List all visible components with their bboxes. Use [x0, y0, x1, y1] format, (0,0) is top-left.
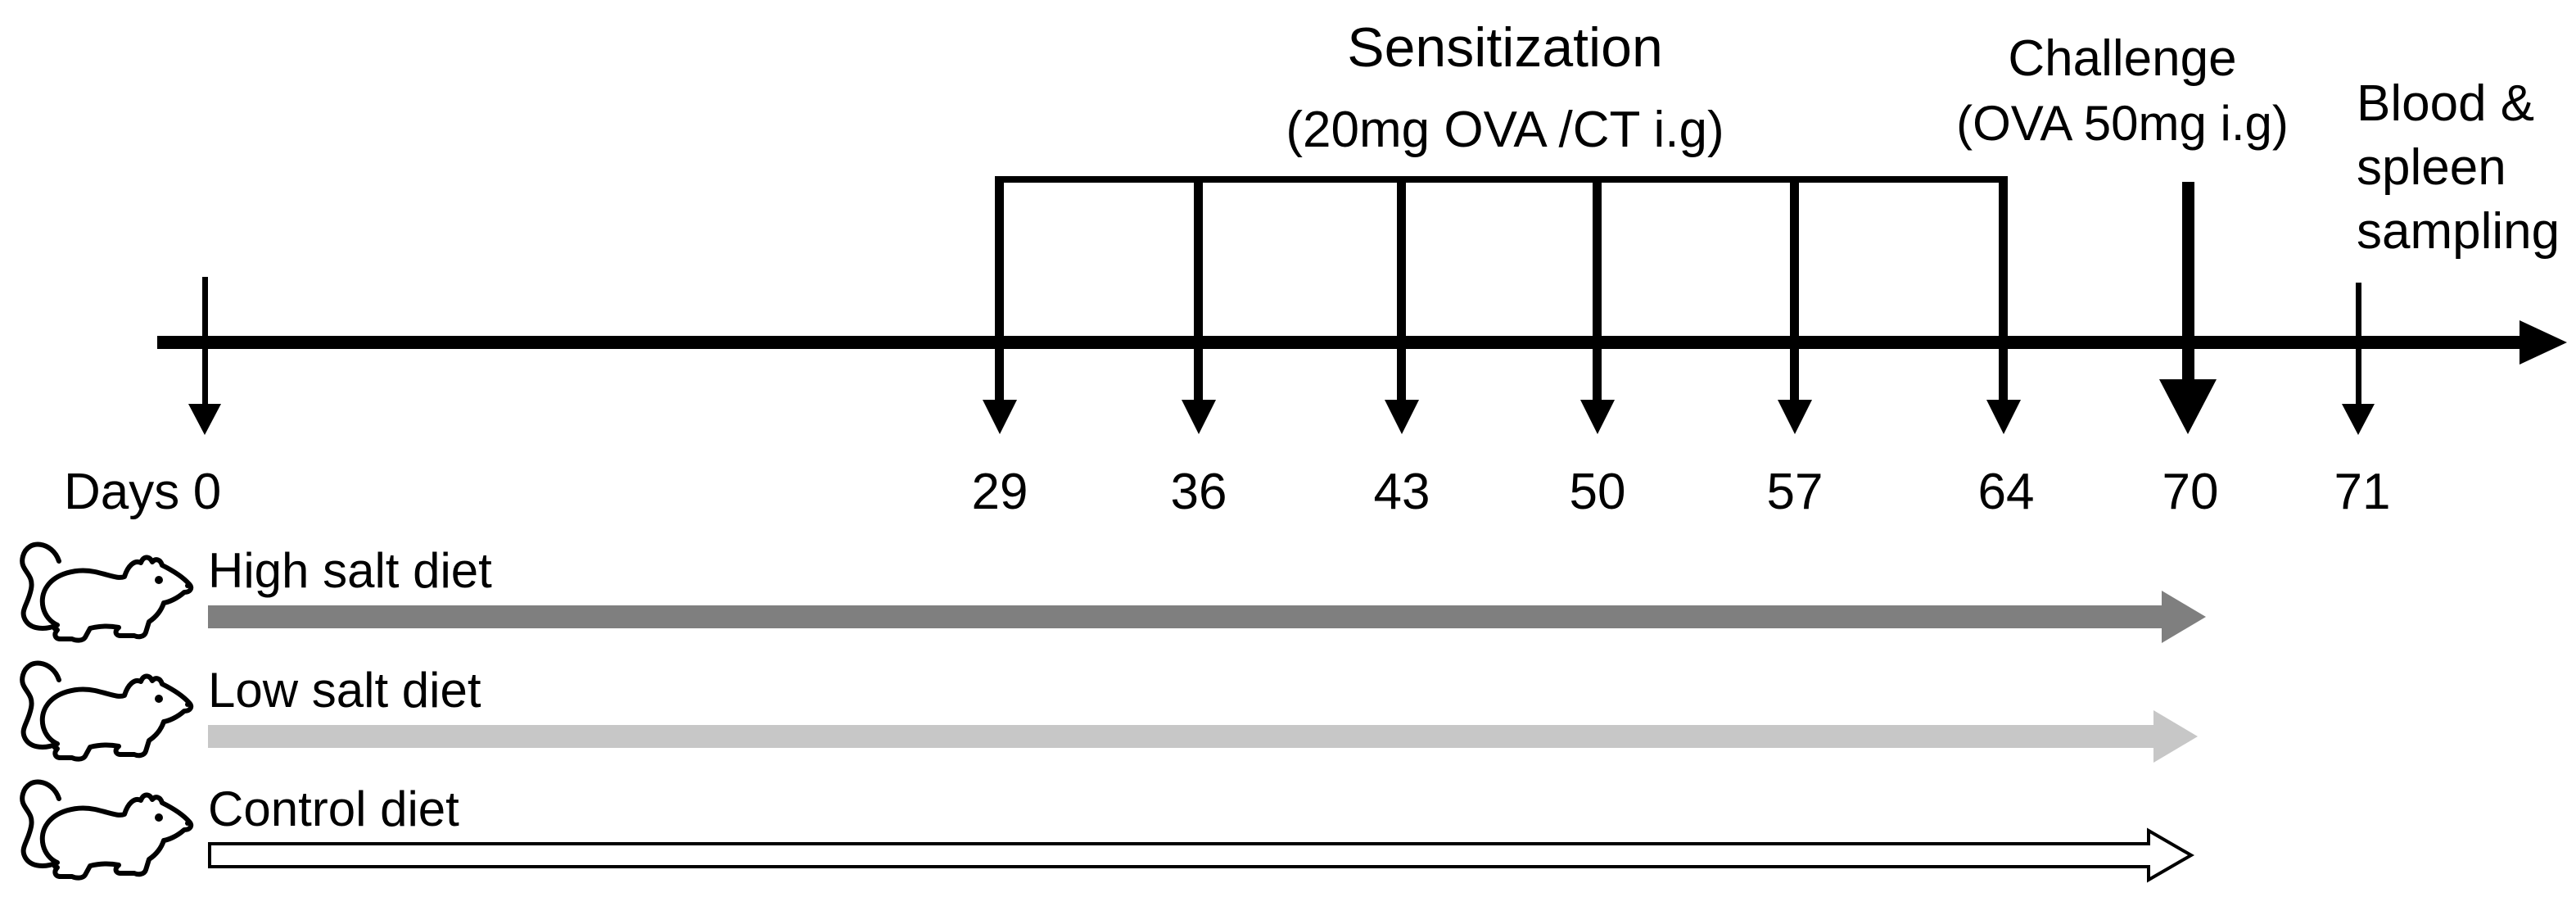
sampling-arrow-shaft: [2356, 283, 2361, 404]
mouse-icon: [20, 779, 194, 881]
sampling-arrow-head-icon: [2342, 404, 2375, 435]
day0-arrow-head-icon: [188, 404, 221, 435]
sensitization-arrow-shaft-day43: [1397, 176, 1406, 401]
sensitization-arrow-shaft-day29: [995, 176, 1004, 401]
day-label-36: 36: [1170, 464, 1227, 520]
day-label-29: 29: [971, 464, 1028, 520]
challenge-label: Challenge (OVA 50mg i.g): [1956, 26, 2289, 156]
challenge-dose: (OVA 50mg i.g): [1956, 96, 2289, 151]
sensitization-arrow-shaft-day64: [1999, 176, 2008, 401]
day-label-50: 50: [1569, 464, 1626, 520]
high-salt-diet-arrow: [208, 591, 2206, 643]
timeline-axis-arrowhead-icon: [2520, 320, 2567, 365]
challenge-arrow-shaft: [2182, 182, 2194, 379]
day-label-64: 64: [1977, 464, 2035, 520]
timeline-axis: [157, 336, 2526, 349]
sensitization-label: Sensitization (20mg OVA /CT i.g): [1286, 5, 1724, 169]
mouse-icon: [20, 541, 194, 643]
challenge-title: Challenge: [2008, 30, 2237, 87]
sensitization-arrow-head-day43-icon: [1385, 400, 1419, 434]
sensitization-bracket: [995, 176, 2008, 183]
sensitization-arrow-head-day36-icon: [1182, 400, 1216, 434]
day0-arrow-shaft: [202, 277, 208, 405]
group-label-low-salt: Low salt diet: [208, 663, 481, 718]
sensitization-dose: (20mg OVA /CT i.g): [1286, 102, 1724, 158]
sensitization-arrow-head-day64-icon: [1986, 400, 2021, 434]
mouse-icon: [20, 660, 194, 762]
day-label-57: 57: [1766, 464, 1824, 520]
sensitization-arrow-shaft-day50: [1593, 176, 1602, 401]
sensitization-arrow-head-day29-icon: [983, 400, 1017, 434]
sampling-line-3: sampling: [2357, 203, 2560, 260]
low-salt-diet-arrow: [208, 710, 2198, 763]
challenge-arrow-head-icon: [2159, 379, 2217, 434]
group-label-high-salt: High salt diet: [208, 543, 492, 598]
day-label-71: 71: [2334, 464, 2391, 520]
sensitization-arrow-shaft-day57: [1790, 176, 1799, 401]
day-label-70: 70: [2162, 464, 2219, 520]
control-diet-arrow: [208, 827, 2194, 883]
sensitization-arrow-shaft-day36: [1194, 176, 1203, 401]
sampling-line-2: spleen: [2357, 139, 2506, 196]
sensitization-arrow-head-day57-icon: [1778, 400, 1812, 434]
group-label-control: Control diet: [208, 781, 459, 836]
sampling-line-1: Blood &: [2357, 75, 2535, 132]
sensitization-arrow-head-day50-icon: [1580, 400, 1615, 434]
sampling-label: Blood & spleen sampling: [2357, 72, 2560, 264]
day-label-0: 0: [192, 464, 222, 520]
day-label-43: 43: [1373, 464, 1430, 520]
days-axis-label: Days: [64, 464, 180, 520]
sensitization-title: Sensitization: [1347, 16, 1663, 79]
